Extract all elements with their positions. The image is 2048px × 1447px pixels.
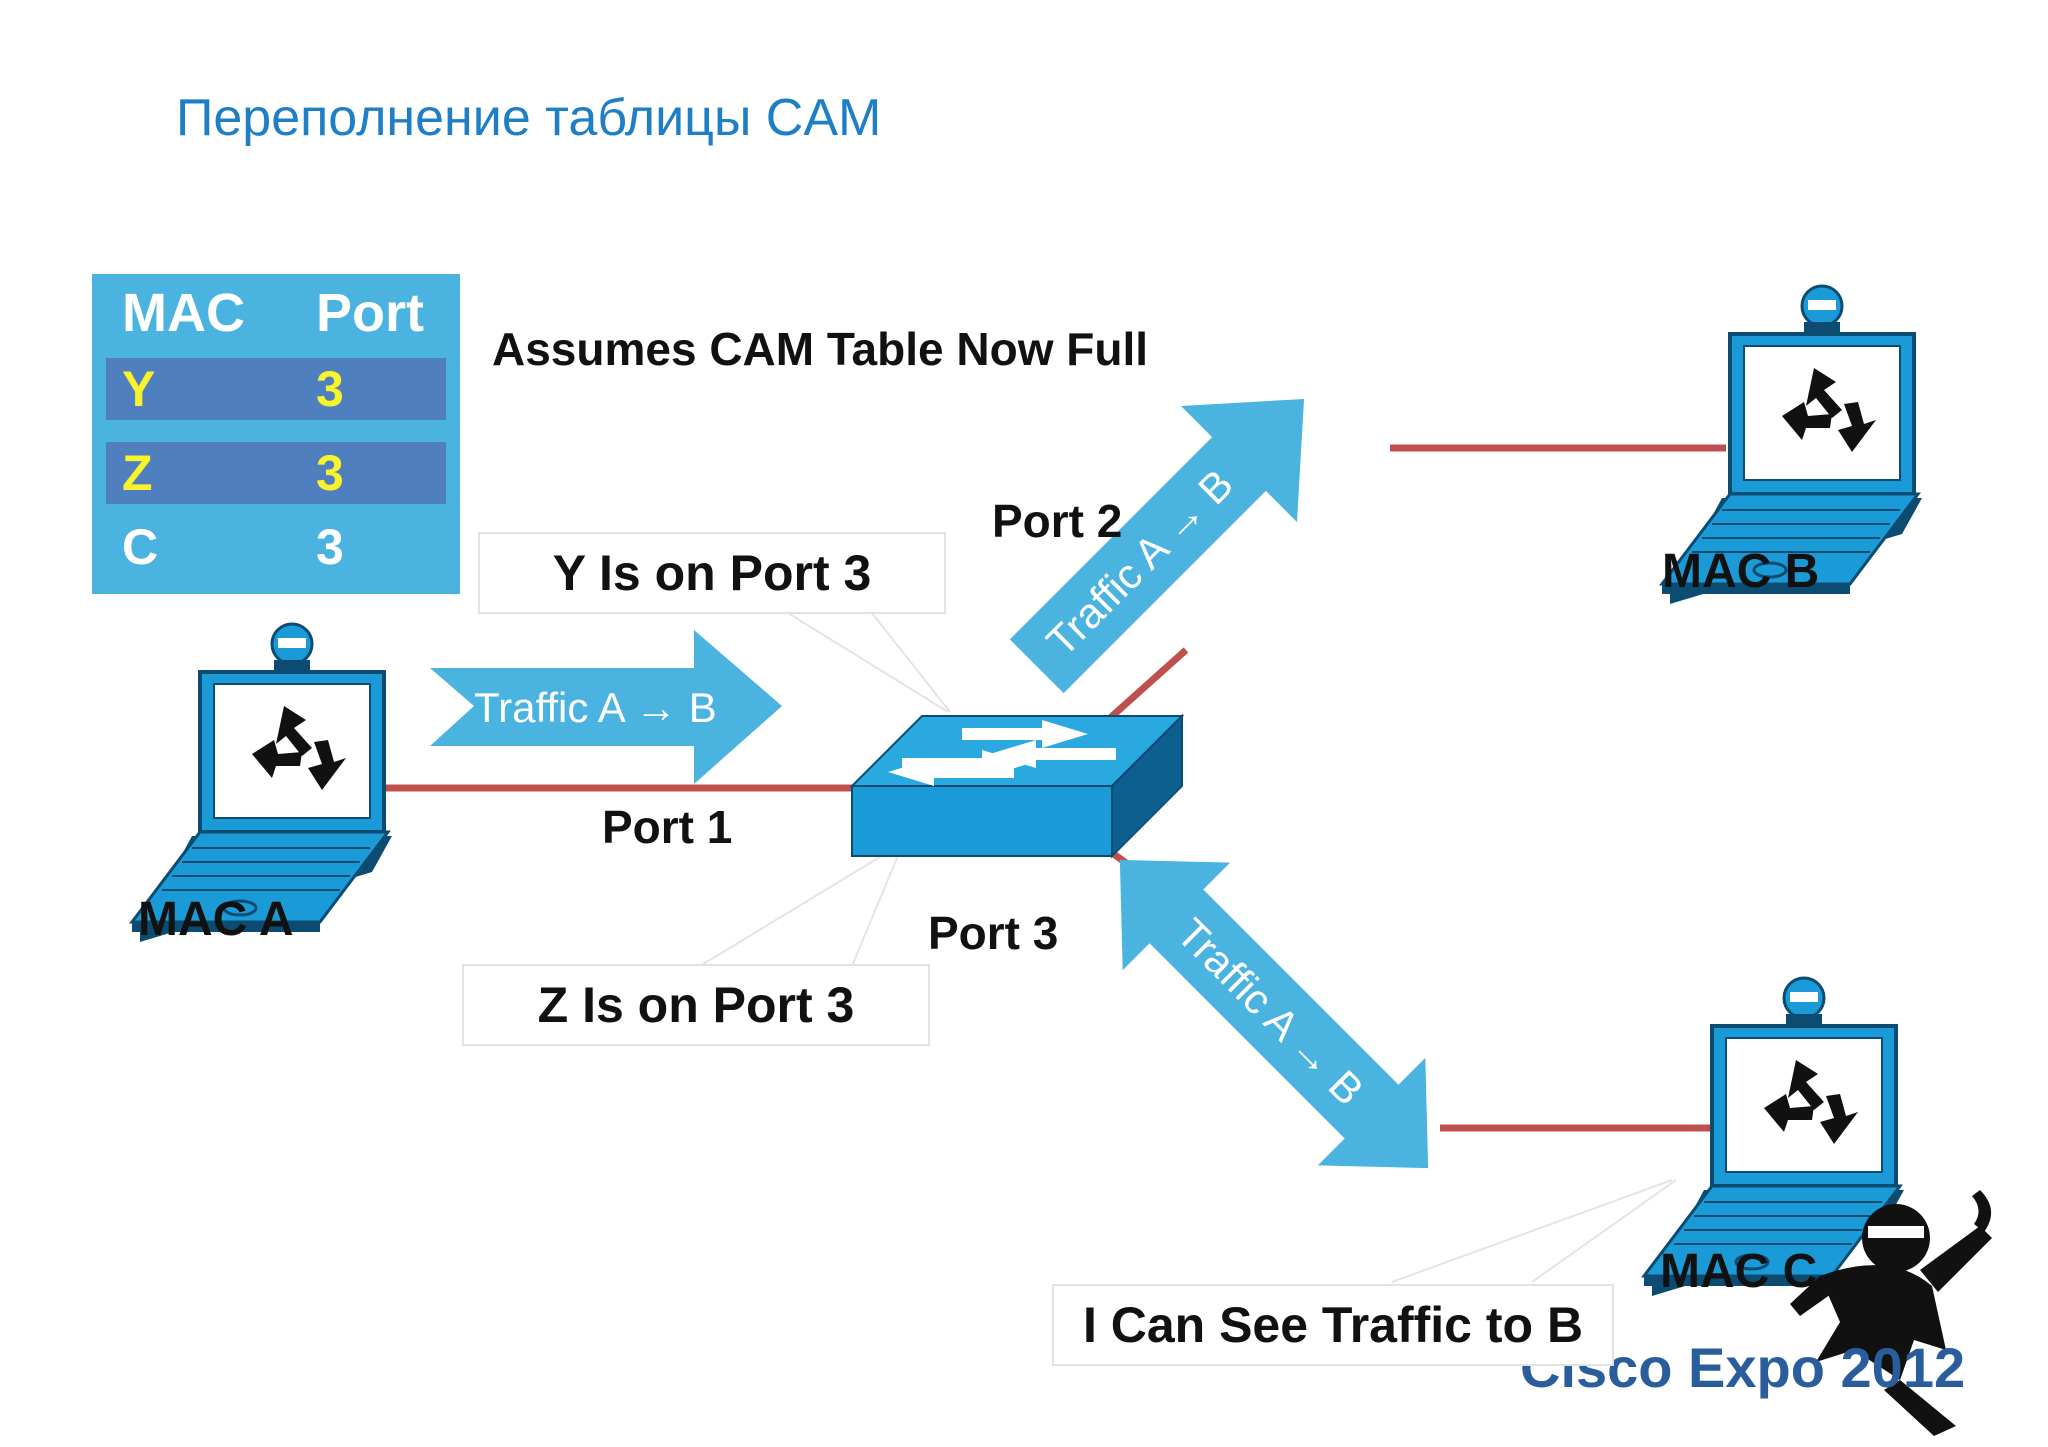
slide-title: Переполнение таблицы CAM: [176, 89, 882, 147]
cam-port: 3: [316, 445, 344, 501]
mac-b-label: MAC B: [1662, 545, 1820, 598]
cam-table: MAC Port Y 3 Z 3 C 3: [92, 274, 460, 594]
traffic-arrow-b: [1009, 398, 1305, 694]
attacker-figure: [1790, 1190, 1992, 1436]
port-1-label: Port 1: [602, 801, 733, 853]
cam-header-port: Port: [316, 283, 424, 343]
port-2-label: Port 2: [992, 495, 1123, 547]
cam-row-z: Z 3: [106, 442, 446, 504]
cam-mac: C: [122, 519, 159, 575]
mac-a-label: MAC A: [138, 893, 294, 946]
link-port2: [1107, 444, 1726, 721]
switch: [849, 713, 1185, 859]
callout-see-traffic: I Can See Traffic to B: [1052, 1284, 1614, 1366]
callout-y-port3: Y Is on Port 3: [478, 532, 946, 614]
cam-port: 3: [316, 519, 344, 575]
port-3-label: Port 3: [928, 907, 1059, 959]
cam-header-mac: MAC: [122, 283, 245, 343]
cam-port: 3: [316, 361, 344, 417]
traffic-arrow-c: [1119, 859, 1429, 1169]
callout-z-port3: Z Is on Port 3: [462, 964, 930, 1046]
cam-mac: Z: [122, 445, 153, 501]
traffic-label-a: Traffic A → B: [474, 684, 717, 731]
traffic-arrow-a: [430, 630, 782, 784]
cam-row-c: C 3: [106, 516, 446, 578]
cam-mac: Y: [122, 361, 156, 417]
cam-full-note: Assumes CAM Table Now Full: [492, 323, 1149, 375]
mac-c-label: MAC C: [1660, 1245, 1818, 1298]
cam-row-y: Y 3: [106, 358, 446, 420]
